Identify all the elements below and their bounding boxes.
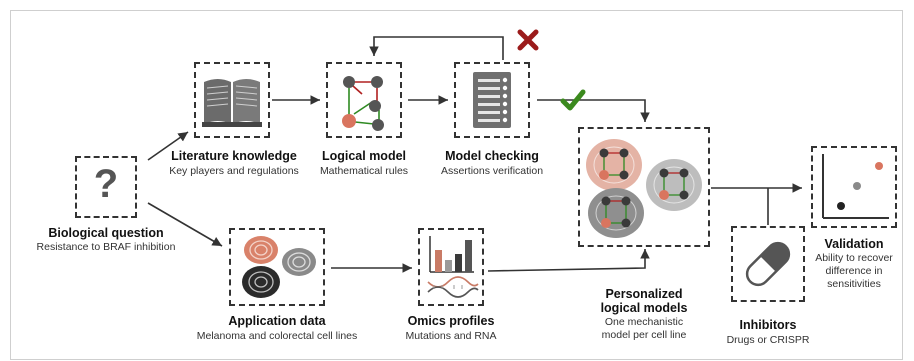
validation-title: Validation: [824, 237, 884, 251]
inhibitors-subtitle: Drugs or CRISPR: [726, 334, 810, 346]
omics-title: Omics profiles: [407, 314, 495, 328]
personalized-subtitle-line1: One mechanistic: [604, 316, 684, 328]
validation-subtitle-line2: difference in: [825, 265, 883, 277]
omics-subtitle: Mutations and RNA: [405, 330, 497, 342]
literature-subtitle: Key players and regulations: [169, 165, 299, 177]
bar-and-dna-icon: [427, 236, 479, 298]
validation-box: [811, 146, 897, 228]
application-data-title: Application data: [228, 314, 326, 328]
inhibitors-title: Inhibitors: [739, 318, 797, 332]
literature-box: [194, 62, 270, 138]
arrow-omics-to-personalized: [487, 249, 650, 272]
inhibitors-box: [731, 226, 805, 302]
personalized-models-box: [578, 127, 710, 247]
check-mark-icon: [560, 89, 586, 111]
book-icon: [202, 79, 262, 127]
pill-capsule-icon: [745, 241, 791, 287]
model-checking-subtitle: Assertions verification: [440, 165, 544, 177]
logical-model-title: Logical model: [321, 149, 407, 163]
arrow-question-to-literature: [147, 131, 189, 161]
biological-question-box: ?: [75, 156, 137, 218]
personalized-subtitle-line2: model per cell line: [601, 329, 687, 341]
question-mark-icon: ?: [93, 162, 119, 206]
figure-frame: [10, 10, 903, 360]
biological-question-subtitle: Resistance to BRAF inhibition: [36, 241, 176, 253]
personalized-title-line2: logical models: [600, 301, 688, 315]
logical-model-box: [326, 62, 402, 138]
validation-subtitle-line3: sensitivities: [827, 278, 881, 290]
logical-model-subtitle: Mathematical rules: [319, 165, 409, 177]
model-checking-box: [454, 62, 530, 138]
omics-box: [418, 228, 484, 306]
network-graph-icon: [342, 76, 384, 131]
personalized-title-line1: Personalized: [605, 287, 683, 301]
checklist-icon: [473, 72, 511, 128]
arrow-checking-to-personalized: [537, 99, 650, 122]
arrow-checking-feedback: [369, 36, 504, 60]
personalized-networks-icon: [586, 139, 702, 238]
application-data-box: [229, 228, 325, 306]
cell-lines-icon: [242, 236, 316, 298]
cross-mark-icon: [517, 29, 539, 51]
literature-title: Literature knowledge: [171, 149, 297, 163]
application-data-subtitle: Melanoma and colorectal cell lines: [196, 330, 358, 342]
arrow-question-to-application: [147, 202, 223, 247]
model-checking-title: Model checking: [445, 149, 539, 163]
validation-subtitle-line1: Ability to recover: [815, 252, 893, 264]
biological-question-title: Biological question: [48, 226, 164, 240]
scatter-plot-icon: [822, 154, 889, 219]
